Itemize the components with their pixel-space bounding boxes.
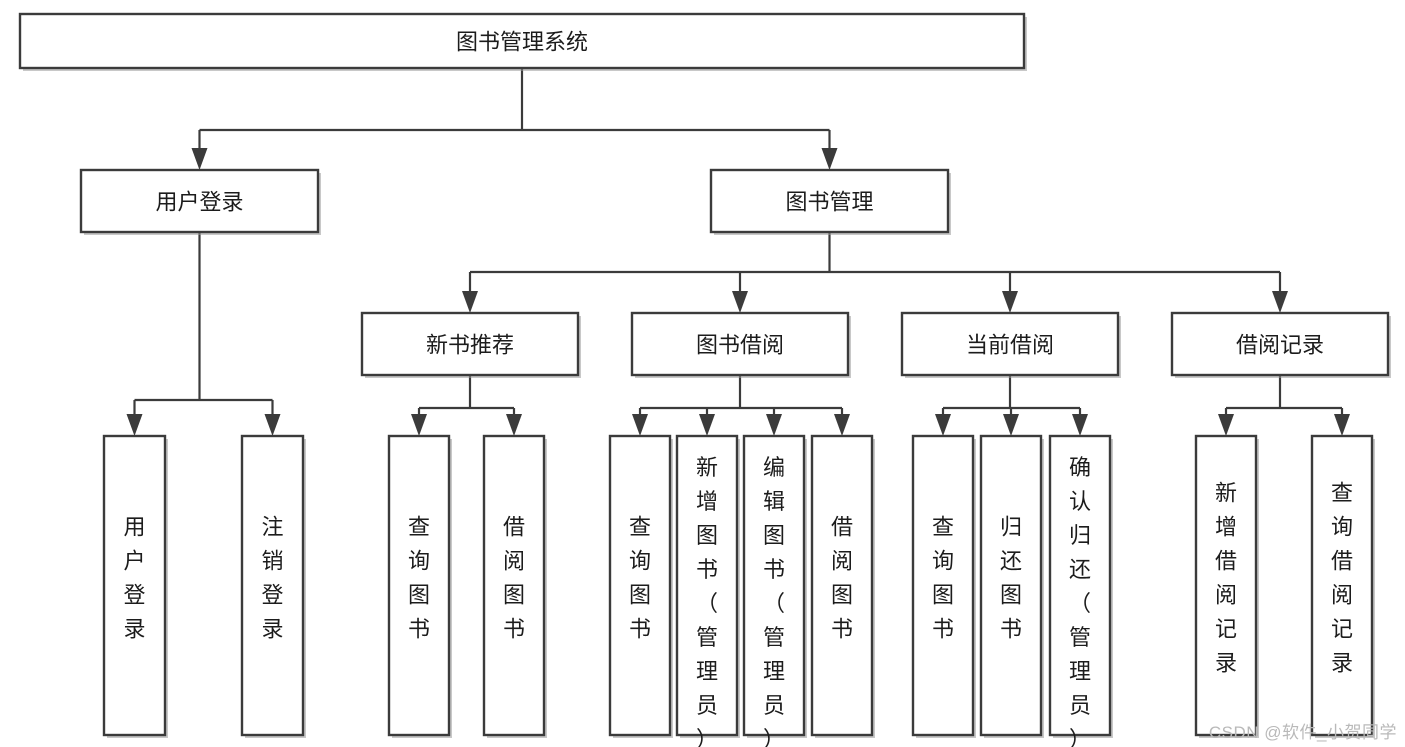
node-leaf-borrow-book-rec[interactable]: 借阅图书	[482, 434, 547, 738]
node-rect[interactable]	[102, 434, 167, 737]
node-rect[interactable]	[630, 311, 850, 377]
node-label: 图书借阅	[696, 333, 784, 358]
node-rect[interactable]	[911, 434, 975, 737]
node-label: 当前借阅	[966, 333, 1054, 358]
node-user-login[interactable]: 用户登录	[79, 168, 321, 235]
arrow-head-icon	[1218, 414, 1234, 436]
node-book-borrow[interactable]: 图书借阅	[630, 311, 851, 378]
connector-layer	[126, 68, 1350, 436]
node-label: 用户登录	[155, 190, 243, 215]
arrow-head-icon	[191, 148, 208, 170]
node-label: 确认归还（管理员）	[1069, 455, 1091, 747]
node-leaf-query-book-bb[interactable]: 查询图书	[608, 434, 673, 738]
node-rect[interactable]	[900, 311, 1120, 377]
arrow-head-icon	[699, 414, 715, 436]
node-rect[interactable]	[18, 12, 1026, 70]
node-current-borrow[interactable]: 当前借阅	[900, 311, 1121, 378]
node-label: 借阅图书	[503, 515, 525, 642]
node-rect[interactable]	[608, 434, 672, 737]
node-rect[interactable]	[240, 434, 305, 737]
node-label: 查询借阅记录	[1331, 481, 1353, 676]
node-label: 新书推荐	[426, 333, 514, 358]
arrow-head-icon	[462, 291, 478, 313]
arrow-head-icon	[1272, 291, 1288, 313]
arrow-head-icon	[1003, 414, 1019, 436]
arrow-head-icon	[732, 291, 748, 313]
arrow-head-icon	[411, 414, 427, 436]
arrow-head-icon	[632, 414, 648, 436]
node-leaf-query-record[interactable]: 查询借阅记录	[1310, 434, 1375, 738]
node-rect[interactable]	[675, 434, 739, 737]
node-borrow-record[interactable]: 借阅记录	[1170, 311, 1391, 378]
node-book-manage[interactable]: 图书管理	[709, 168, 951, 235]
arrow-head-icon	[1334, 414, 1350, 436]
node-label: 图书管理系统	[456, 30, 588, 55]
node-leaf-borrow-book-bb[interactable]: 借阅图书	[810, 434, 875, 738]
node-rect[interactable]	[482, 434, 546, 737]
node-layer: 图书管理系统用户登录图书管理新书推荐图书借阅当前借阅借阅记录用户登录注销登录查询…	[18, 12, 1391, 747]
arrow-head-icon	[506, 414, 522, 436]
node-rect[interactable]	[709, 168, 950, 234]
node-label: 查询图书	[629, 515, 651, 642]
node-rect[interactable]	[1194, 434, 1258, 737]
arrow-head-icon	[1072, 414, 1088, 436]
node-label: 归还图书	[1000, 515, 1022, 642]
node-rect[interactable]	[360, 311, 580, 377]
node-label: 借阅记录	[1236, 333, 1324, 358]
node-label: 新增图书（管理员）	[696, 455, 718, 747]
node-leaf-confirm-return[interactable]: 确认归还（管理员）	[1048, 434, 1113, 747]
node-rect[interactable]	[979, 434, 1043, 737]
node-rect[interactable]	[1310, 434, 1374, 737]
arrow-head-icon	[821, 148, 838, 170]
node-label: 查询图书	[932, 515, 954, 642]
node-leaf-add-book[interactable]: 新增图书（管理员）	[675, 434, 740, 747]
node-leaf-logout[interactable]: 注销登录	[240, 434, 306, 738]
arrow-head-icon	[264, 414, 281, 436]
arrow-head-icon	[126, 414, 143, 436]
watermark-label: CSDN @软件_小贺同学	[1208, 723, 1397, 742]
node-rect[interactable]	[810, 434, 874, 737]
node-rect[interactable]	[1170, 311, 1390, 377]
node-leaf-query-book-cb[interactable]: 查询图书	[911, 434, 976, 738]
node-leaf-query-book-rec[interactable]: 查询图书	[387, 434, 452, 738]
node-label: 注销登录	[261, 515, 283, 642]
node-rect[interactable]	[387, 434, 451, 737]
node-new-book-rec[interactable]: 新书推荐	[360, 311, 581, 378]
node-rect[interactable]	[79, 168, 320, 234]
node-label: 编辑图书（管理员）	[763, 455, 785, 747]
node-root-system[interactable]: 图书管理系统	[18, 12, 1027, 71]
node-label: 用户登录	[123, 515, 145, 642]
node-leaf-return-book[interactable]: 归还图书	[979, 434, 1044, 738]
arrow-head-icon	[1002, 291, 1018, 313]
node-rect[interactable]	[742, 434, 806, 737]
node-leaf-add-record[interactable]: 新增借阅记录	[1194, 434, 1259, 738]
arrow-head-icon	[935, 414, 951, 436]
arrow-head-icon	[766, 414, 782, 436]
node-leaf-edit-book[interactable]: 编辑图书（管理员）	[742, 434, 807, 747]
arrow-head-icon	[834, 414, 850, 436]
node-label: 新增借阅记录	[1215, 481, 1237, 676]
node-label: 查询图书	[408, 515, 430, 642]
node-rect[interactable]	[1048, 434, 1112, 737]
node-leaf-user-login[interactable]: 用户登录	[102, 434, 168, 738]
node-label: 借阅图书	[831, 515, 853, 642]
node-label: 图书管理	[785, 190, 873, 215]
